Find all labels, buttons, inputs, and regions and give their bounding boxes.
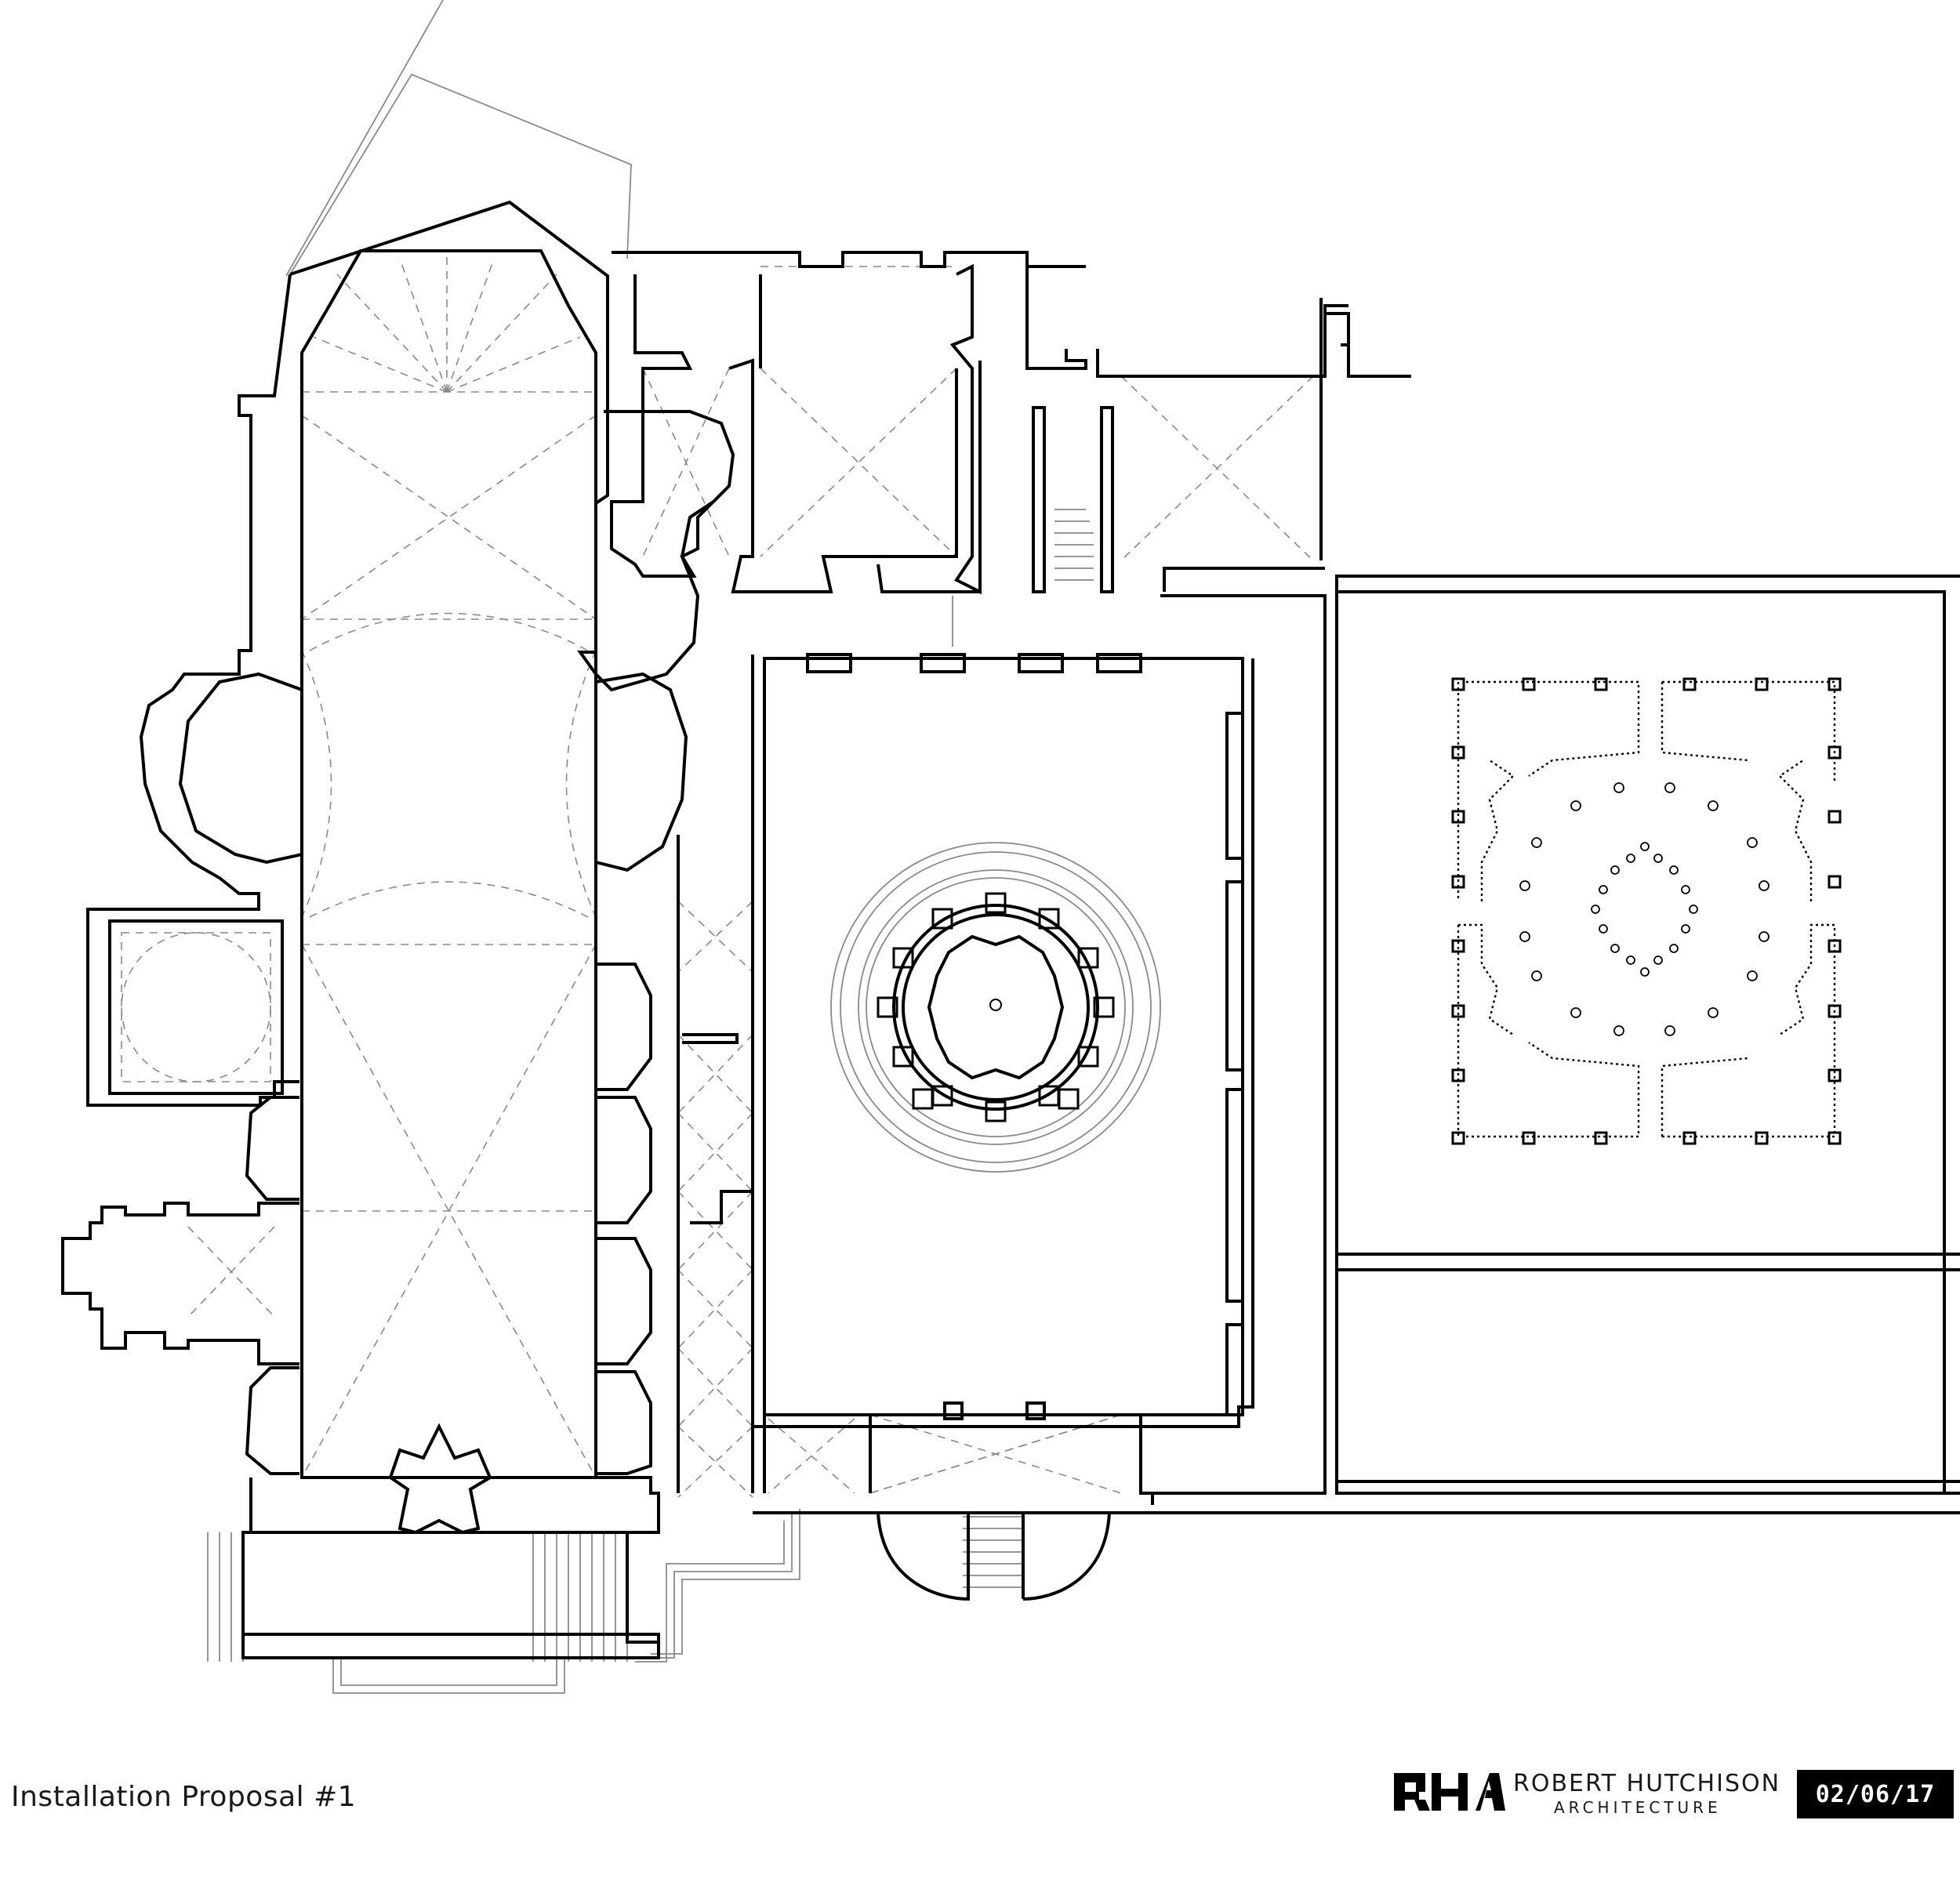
firm-logo: ROBERT HUTCHISON ARCHITECTURE [1394,1770,1833,1825]
firm-name-line2: ARCHITECTURE [1554,1798,1722,1817]
drawing-title: Installation Proposal #1 [11,1781,357,1813]
parterre-circles [1519,782,1769,1036]
rotunda-installation [877,892,1115,1122]
building-walls [61,200,1960,1659]
rha-monogram-logo [1394,1773,1505,1811]
rotunda-inner-ring [927,934,1065,1080]
garden-parterre [1451,677,1842,1145]
date-badge: 02/06/17 [1797,1770,1954,1818]
parterre-posts [1451,677,1842,1145]
south-stairs [963,1516,1023,1588]
firm-name-line1: ROBERT HUTCHISON [1513,1770,1781,1797]
north-stairs [1054,509,1094,581]
rotunda-piers [877,892,1115,1122]
front-steps [207,1509,800,1694]
vault-guide-lines [121,251,1314,1498]
church-outline [289,200,735,692]
